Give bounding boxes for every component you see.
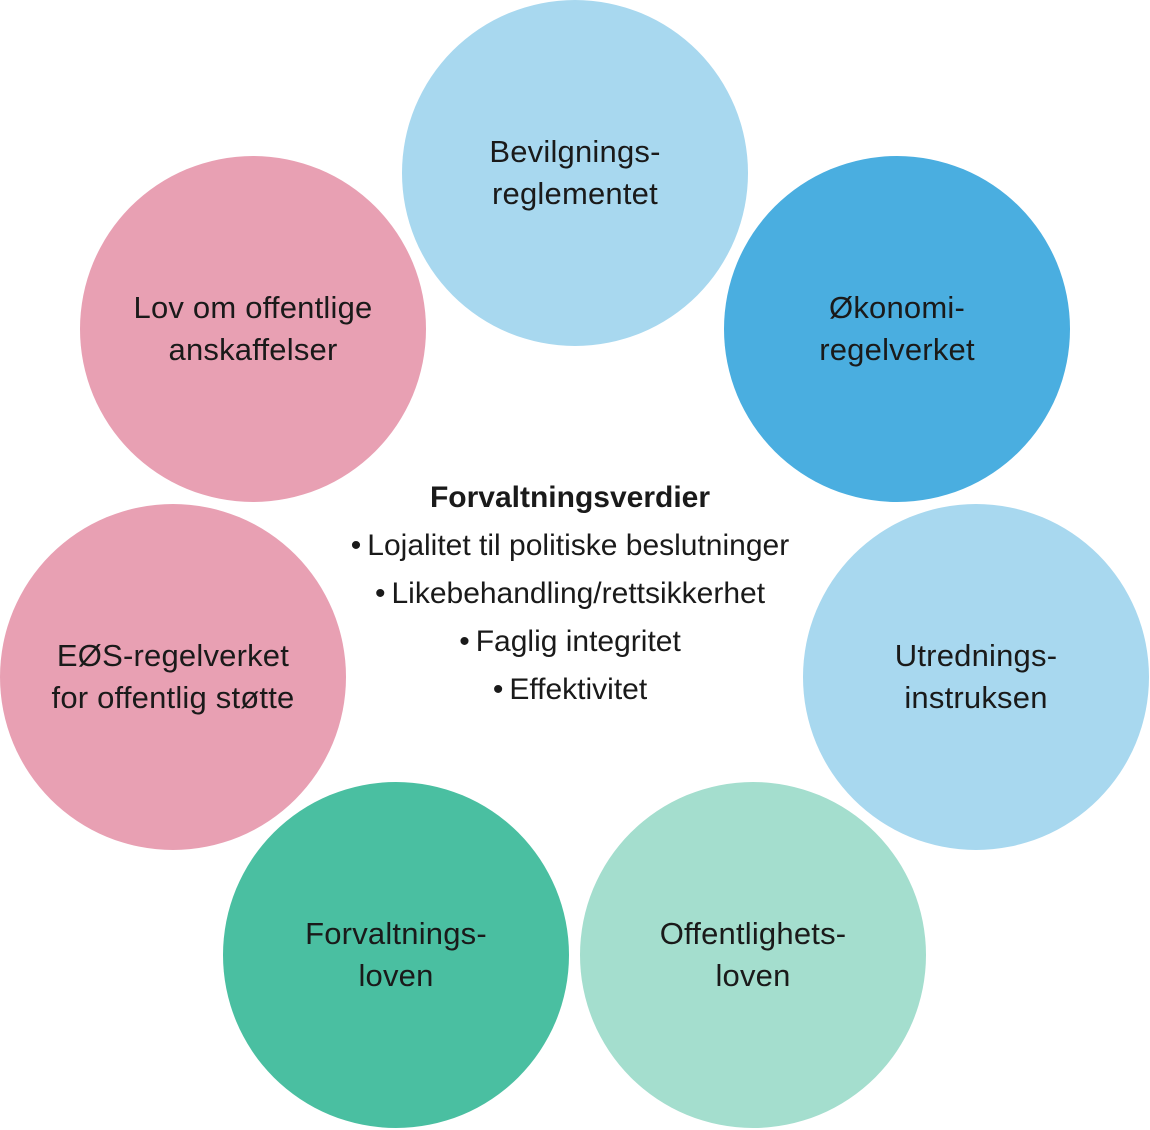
circle-label: Bevilgnings- reglementet (489, 131, 660, 215)
value-item: •Lojalitet til politiske beslutninger (300, 522, 840, 570)
label-line-1: Økonomi- (829, 290, 965, 325)
value-item: •Likebehandling/rettsikkerhet (300, 570, 840, 618)
circle-label: Lov om offentlige anskaffelser (134, 287, 373, 371)
value-item: •Faglig integritet (300, 618, 840, 666)
label-line-2: loven (358, 958, 434, 993)
circle-label: Offentlighets- loven (660, 913, 847, 997)
label-line-1: Lov om offentlige (133, 290, 373, 325)
label-line-1: Forvaltnings- (305, 916, 487, 951)
center-values: Forvaltningsverdier •Lojalitet til polit… (300, 474, 840, 714)
label-line-1: Utrednings- (894, 638, 1058, 673)
circle-label: Forvaltnings- loven (305, 913, 487, 997)
circle-offentlighetsloven: Offentlighets- loven (580, 782, 926, 1128)
circle-forvaltningsloven: Forvaltnings- loven (223, 782, 569, 1128)
label-line-2: regelverket (819, 332, 975, 367)
label-line-1: Bevilgnings- (489, 134, 661, 169)
label-line-2: anskaffelser (168, 332, 338, 367)
bullet-icon: • (374, 577, 386, 610)
label-line-1: EØS-regelverket (56, 638, 290, 673)
label-line-2: reglementet (492, 176, 658, 211)
label-line-2: instruksen (904, 680, 1048, 715)
center-title: Forvaltningsverdier (429, 481, 711, 514)
value-text: Faglig integritet (475, 625, 681, 658)
circle-eos-regelverket: EØS-regelverket for offentlig støtte (0, 504, 346, 850)
label-line-2: for offentlig støtte (51, 680, 295, 715)
circle-label: Utrednings- instruksen (895, 635, 1057, 719)
circle-label: Økonomi- regelverket (819, 287, 975, 371)
bullet-icon: • (350, 529, 362, 562)
circle-label: EØS-regelverket for offentlig støtte (52, 635, 295, 719)
circle-bevilgningsreglementet: Bevilgnings- reglementet (402, 0, 748, 346)
value-text: Lojalitet til politiske beslutninger (367, 529, 790, 562)
label-line-2: loven (715, 958, 791, 993)
value-item: •Effektivitet (300, 666, 840, 714)
bullet-icon: • (459, 625, 470, 658)
circle-utredningsinstruksen: Utrednings- instruksen (803, 504, 1149, 850)
value-text: Likebehandling/rettsikkerhet (391, 577, 766, 610)
circle-lov-om-offentlige-anskaffelser: Lov om offentlige anskaffelser (80, 156, 426, 502)
circle-okonomiregelverket: Økonomi- regelverket (724, 156, 1070, 502)
label-line-1: Offentlighets- (659, 916, 847, 951)
value-text: Effektivitet (509, 673, 648, 706)
bullet-icon: • (492, 673, 504, 706)
